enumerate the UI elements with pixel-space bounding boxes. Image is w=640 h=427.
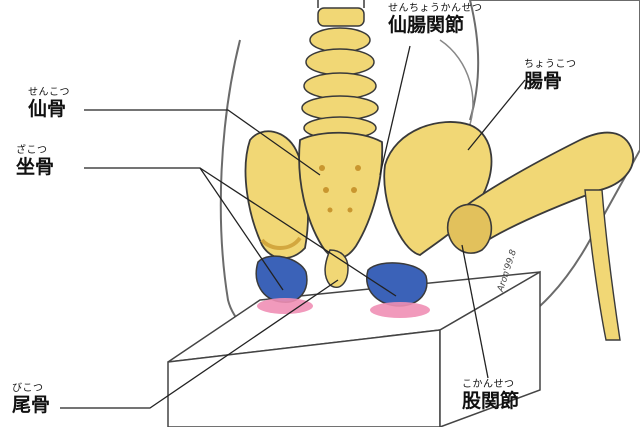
left-leg-bone: [584, 189, 621, 341]
furigana-ischium: ざこつ: [16, 145, 48, 156]
sacral-foramina: [319, 165, 361, 213]
right-ischium: [366, 262, 428, 307]
left-ilium: [244, 130, 309, 260]
leader-sacrum: [84, 109, 321, 176]
furigana-sacroiliac: せんちょうかんせつ: [388, 3, 483, 14]
text-sacrum: 仙骨: [28, 98, 67, 120]
right-contact-point: [370, 302, 430, 318]
leader-coccyx: [60, 279, 339, 409]
left-contact-point: [257, 298, 313, 314]
label-hip-joint: こかんせつ 股関節: [462, 380, 519, 411]
furigana-hip-joint: こかんせつ: [462, 379, 515, 390]
furigana-ilium: ちょうこつ: [524, 59, 577, 70]
leader-ischium-right: [199, 167, 397, 297]
label-ilium: ちょうこつ 腸骨: [524, 60, 577, 91]
coccyx: [324, 249, 349, 289]
seat-side: [439, 270, 541, 427]
label-ischium: ざこつ 坐骨: [16, 146, 54, 177]
text-ischium: 坐骨: [16, 156, 55, 178]
femoral-head: [446, 203, 493, 254]
left-ischium: [255, 255, 308, 303]
text-hip-joint: 股関節: [462, 390, 520, 412]
seat-front: [167, 329, 441, 427]
label-coccyx: びこつ 尾骨: [12, 384, 50, 415]
sacrum: [298, 131, 384, 259]
label-sacrum: せんこつ 仙骨: [28, 88, 70, 119]
lumbar-spine: [301, 0, 379, 140]
furigana-sacrum: せんこつ: [28, 87, 70, 98]
text-ilium: 腸骨: [524, 70, 563, 92]
body-side-outline: [439, 39, 474, 131]
text-sacroiliac: 仙腸関節: [388, 14, 465, 36]
leader-ilium: [467, 79, 526, 151]
furigana-coccyx: びこつ: [12, 383, 44, 394]
leader-hip-joint: [461, 244, 489, 379]
leader-sacroiliac: [379, 45, 411, 176]
label-sacroiliac-joint: せんちょうかんせつ 仙腸関節: [388, 4, 483, 35]
text-coccyx: 尾骨: [12, 394, 51, 416]
leader-lines: [60, 45, 526, 409]
